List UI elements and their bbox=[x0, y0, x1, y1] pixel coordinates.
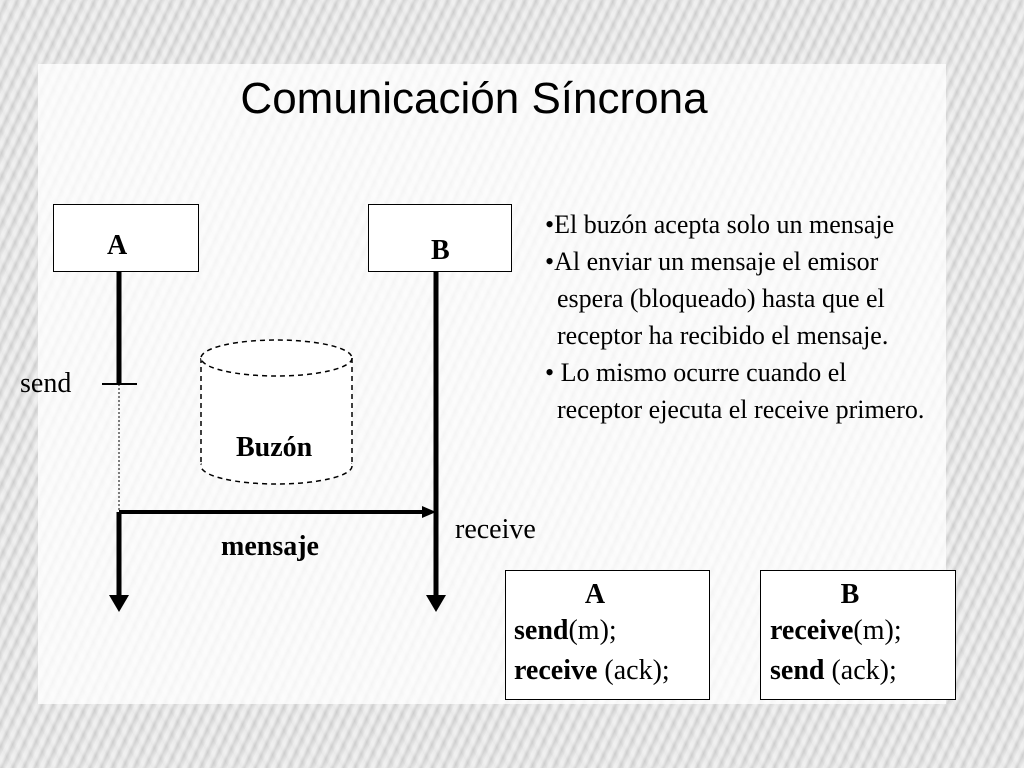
code-b-send-args: (ack); bbox=[824, 655, 897, 686]
code-b-send-keyword: send bbox=[770, 655, 825, 686]
message-arrowhead bbox=[422, 506, 436, 518]
lifeline-a-arrowhead bbox=[109, 595, 129, 612]
bullet-line: •Al enviar un mensaje el emisor bbox=[545, 247, 879, 276]
code-b-receive-args: (m); bbox=[853, 615, 902, 646]
mailbox-label: Buzón bbox=[236, 432, 313, 463]
bullet-list: •El buzón acepta solo un mensaje •Al env… bbox=[545, 206, 924, 428]
code-b-receive-keyword: receive bbox=[770, 615, 854, 646]
code-b-header: B bbox=[840, 579, 860, 610]
bullet-line: •El buzón acepta solo un mensaje bbox=[545, 210, 895, 239]
bullet-line: receptor ha recibido el mensaje. bbox=[557, 321, 889, 350]
lifeline-b-arrowhead bbox=[426, 595, 446, 612]
send-label: send bbox=[20, 368, 72, 399]
process-b-label: B bbox=[431, 235, 450, 266]
process-b-box: B bbox=[368, 204, 512, 272]
code-a-send-args: (m); bbox=[568, 615, 617, 646]
code-b-line-1: receive(m); bbox=[761, 611, 955, 651]
code-b-line-2: send (ack); bbox=[761, 651, 955, 691]
bullet-line: receptor ejecuta el receive primero. bbox=[557, 395, 925, 424]
code-a-line-1: send(m); bbox=[506, 611, 709, 651]
bullet-line: • Lo mismo ocurre cuando el bbox=[545, 358, 847, 387]
code-a-receive-keyword: receive bbox=[514, 655, 598, 686]
process-a-box: A bbox=[53, 204, 199, 272]
code-a-receive-args: (ack); bbox=[597, 655, 670, 686]
receive-label: receive bbox=[455, 514, 536, 545]
code-a-send-keyword: send bbox=[514, 615, 569, 646]
bullet-line: espera (bloqueado) hasta que el bbox=[557, 284, 885, 313]
slide-title: Comunicación Síncrona bbox=[240, 74, 708, 123]
process-a-label: A bbox=[107, 230, 128, 261]
mailbox-cylinder bbox=[200, 339, 353, 485]
message-label: mensaje bbox=[221, 531, 319, 562]
code-box-a: A send(m); receive (ack); bbox=[505, 570, 710, 700]
code-a-header: A bbox=[584, 579, 606, 610]
code-box-b: B receive(m); send (ack); bbox=[760, 570, 956, 700]
code-a-line-2: receive (ack); bbox=[506, 651, 709, 691]
